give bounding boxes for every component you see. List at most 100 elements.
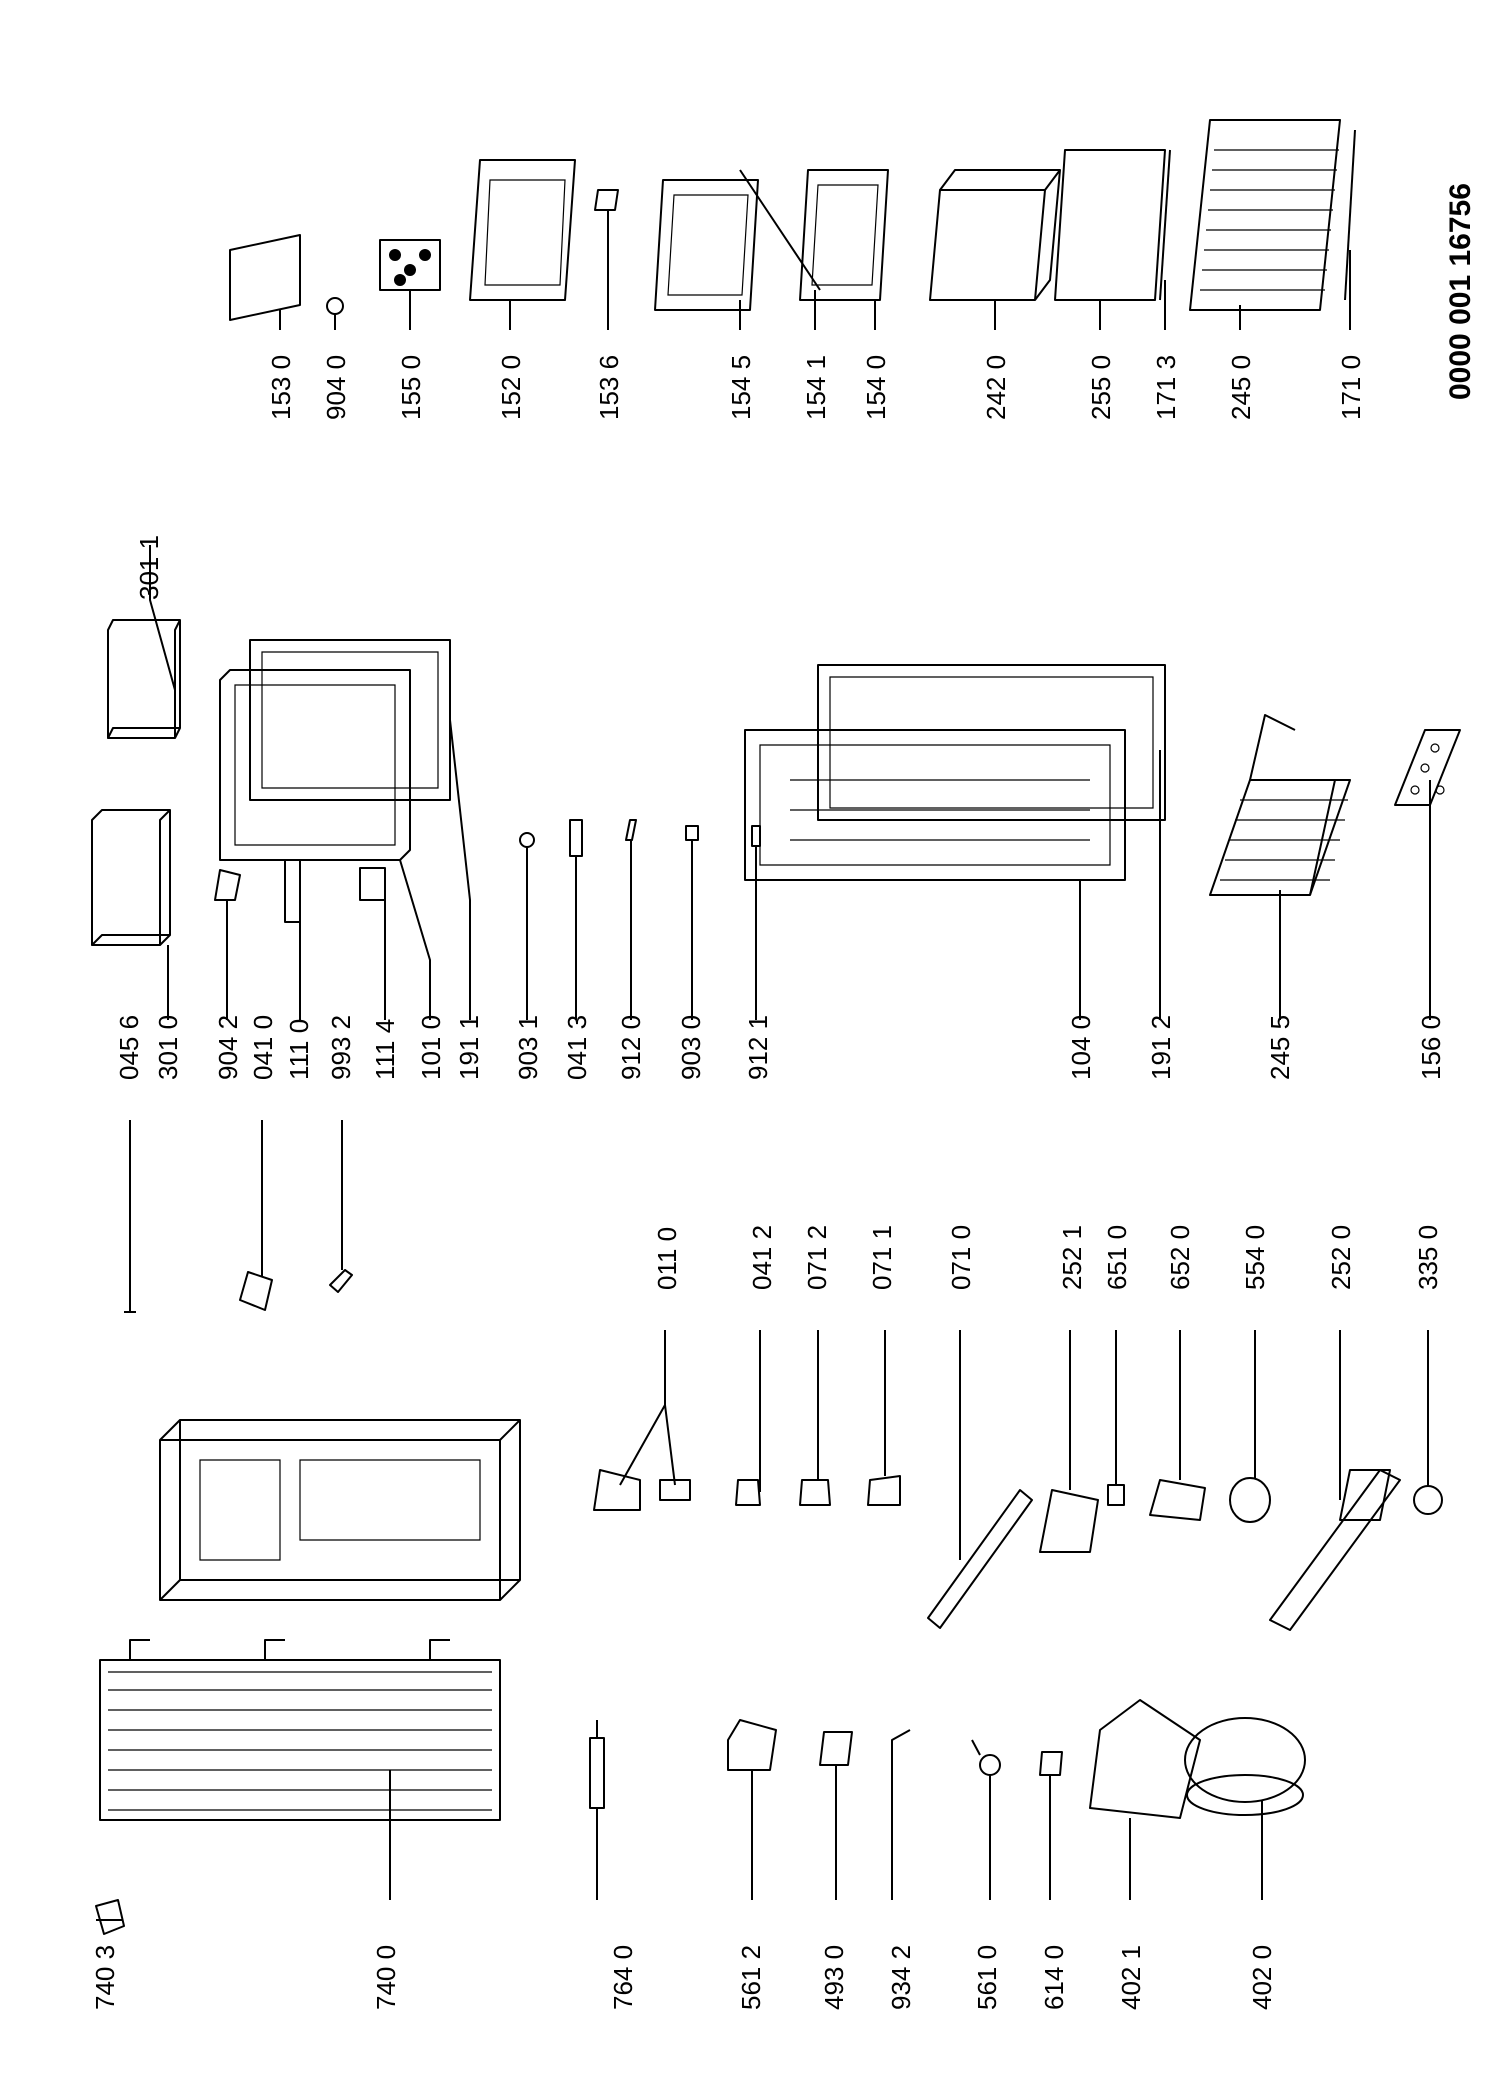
- part-493-0: [819, 1731, 853, 1900]
- part-934-2: [891, 1729, 911, 1900]
- document-id: 0000 001 16756: [1444, 183, 1477, 400]
- label-171-3: 171 3: [1151, 355, 1181, 420]
- part-balcony-152-0: [469, 159, 576, 330]
- label-614-0: 614 0: [1039, 1945, 1069, 2010]
- part-335-0: [1413, 1330, 1443, 1515]
- part-rail-071-0: [927, 1330, 1033, 1629]
- label-071-0: 071 0: [946, 1225, 976, 1290]
- label-041-0: 041 0: [248, 1015, 278, 1080]
- label-934-2: 934 2: [886, 1945, 916, 2010]
- label-154-1: 154 1: [801, 355, 831, 420]
- label-152-0: 152 0: [496, 355, 526, 420]
- part-bar-154-1: [739, 169, 821, 330]
- label-335-0: 335 0: [1413, 1225, 1443, 1290]
- part-base-tray-402-1: [1089, 1699, 1201, 1900]
- label-153-0: 153 0: [266, 355, 296, 420]
- part-cover-255-0: [1054, 149, 1166, 330]
- label-561-0: 561 0: [972, 1945, 1002, 2010]
- label-255-0: 255 0: [1086, 355, 1116, 420]
- label-071-1: 071 1: [867, 1225, 897, 1290]
- part-554-0: [1229, 1330, 1271, 1523]
- part-shelf-245-5: [1209, 714, 1351, 1020]
- part-153-6: [594, 189, 619, 330]
- part-ice-tray-155-0: [379, 239, 441, 330]
- label-903-1: 903 1: [513, 1015, 543, 1080]
- label-242-0: 242 0: [981, 355, 1011, 420]
- part-561-2: [727, 1719, 777, 1900]
- label-041-2: 041 2: [747, 1225, 777, 1290]
- label-402-0: 402 0: [1247, 1945, 1277, 2010]
- part-handle-301-1: [107, 545, 181, 739]
- label-191-2: 191 2: [1146, 1015, 1176, 1080]
- part-gasket-191-1: [249, 639, 471, 1020]
- label-740-3: 740 3: [90, 1945, 120, 2010]
- part-904-0: [326, 297, 344, 330]
- label-561-2: 561 2: [736, 1945, 766, 2010]
- label-904-0: 904 0: [321, 355, 351, 420]
- label-912-0: 912 0: [616, 1015, 646, 1080]
- part-904-2: [214, 869, 241, 1020]
- part-071-2: [799, 1330, 831, 1506]
- part-freezer-door-101-0: [219, 669, 431, 1020]
- label-904-2: 904 2: [213, 1015, 243, 1080]
- label-740-0: 740 0: [371, 1945, 401, 2010]
- label-245-5: 245 5: [1265, 1015, 1295, 1080]
- part-071-1: [867, 1330, 901, 1506]
- part-handle-301-0: [91, 809, 171, 1020]
- label-171-0: 171 0: [1336, 355, 1366, 420]
- label-301-1: 301 1: [134, 535, 164, 600]
- part-045-6: [124, 1120, 136, 1313]
- part-651-0: [1107, 1330, 1125, 1506]
- part-912-1: [751, 825, 761, 1020]
- part-thermostat-652-0: [1149, 1330, 1206, 1521]
- part-egg-tray-156-0: [1394, 729, 1461, 1020]
- label-652-0: 652 0: [1165, 1225, 1195, 1290]
- part-111-0: [284, 859, 301, 1020]
- label-045-6: 045 6: [114, 1015, 144, 1080]
- part-041-2: [735, 1330, 761, 1506]
- label-104-0: 104 0: [1066, 1015, 1096, 1080]
- label-493-0: 493 0: [819, 1945, 849, 2010]
- label-155-0: 155 0: [396, 355, 426, 420]
- part-compressor-402-0: [1184, 1717, 1306, 1900]
- part-111-4: [359, 867, 386, 1020]
- part-gasket-191-2: [817, 664, 1166, 1020]
- label-011-0: 011 0: [652, 1227, 682, 1290]
- label-111-4: 111 4: [370, 1019, 400, 1080]
- label-912-1: 912 1: [743, 1015, 773, 1080]
- part-903-1: [519, 832, 535, 1020]
- part-561-0: [971, 1739, 1001, 1900]
- part-912-0: [625, 819, 637, 1020]
- label-903-0: 903 0: [676, 1015, 706, 1080]
- part-041-0: [239, 1120, 273, 1311]
- part-hinge-041-3: [569, 819, 583, 1020]
- label-554-0: 554 0: [1240, 1225, 1270, 1290]
- label-111-0: 111 0: [284, 1019, 314, 1080]
- label-041-3: 041 3: [562, 1015, 592, 1080]
- label-153-6: 153 6: [594, 355, 624, 420]
- part-balcony-154-5: [654, 179, 759, 330]
- part-filter-drier-764-0: [589, 1720, 605, 1900]
- label-301-0: 301 0: [153, 1015, 183, 1080]
- part-903-0: [685, 825, 699, 1020]
- part-trim-171-3: [1159, 149, 1171, 330]
- label-156-0: 156 0: [1416, 1015, 1446, 1080]
- label-764-0: 764 0: [608, 1945, 638, 2010]
- part-fridge-door-104-0: [744, 729, 1126, 1020]
- part-condenser-740-0: [99, 1639, 501, 1900]
- part-993-2: [329, 1120, 353, 1293]
- part-crisper-242-0: [929, 169, 1061, 330]
- part-control-box-252-0: [1269, 1330, 1401, 1631]
- label-252-0: 252 0: [1326, 1225, 1356, 1290]
- part-011-0: [593, 1330, 691, 1511]
- part-valve-740-3: [95, 1899, 125, 1935]
- label-154-5: 154 5: [726, 355, 756, 420]
- part-balcony-154-0: [799, 169, 889, 330]
- label-191-1: 191 1: [454, 1015, 484, 1080]
- label-101-0: 101 0: [416, 1015, 446, 1080]
- part-614-0: [1039, 1751, 1063, 1900]
- label-651-0: 651 0: [1102, 1225, 1132, 1290]
- label-071-2: 071 2: [802, 1225, 832, 1290]
- label-154-0: 154 0: [861, 355, 891, 420]
